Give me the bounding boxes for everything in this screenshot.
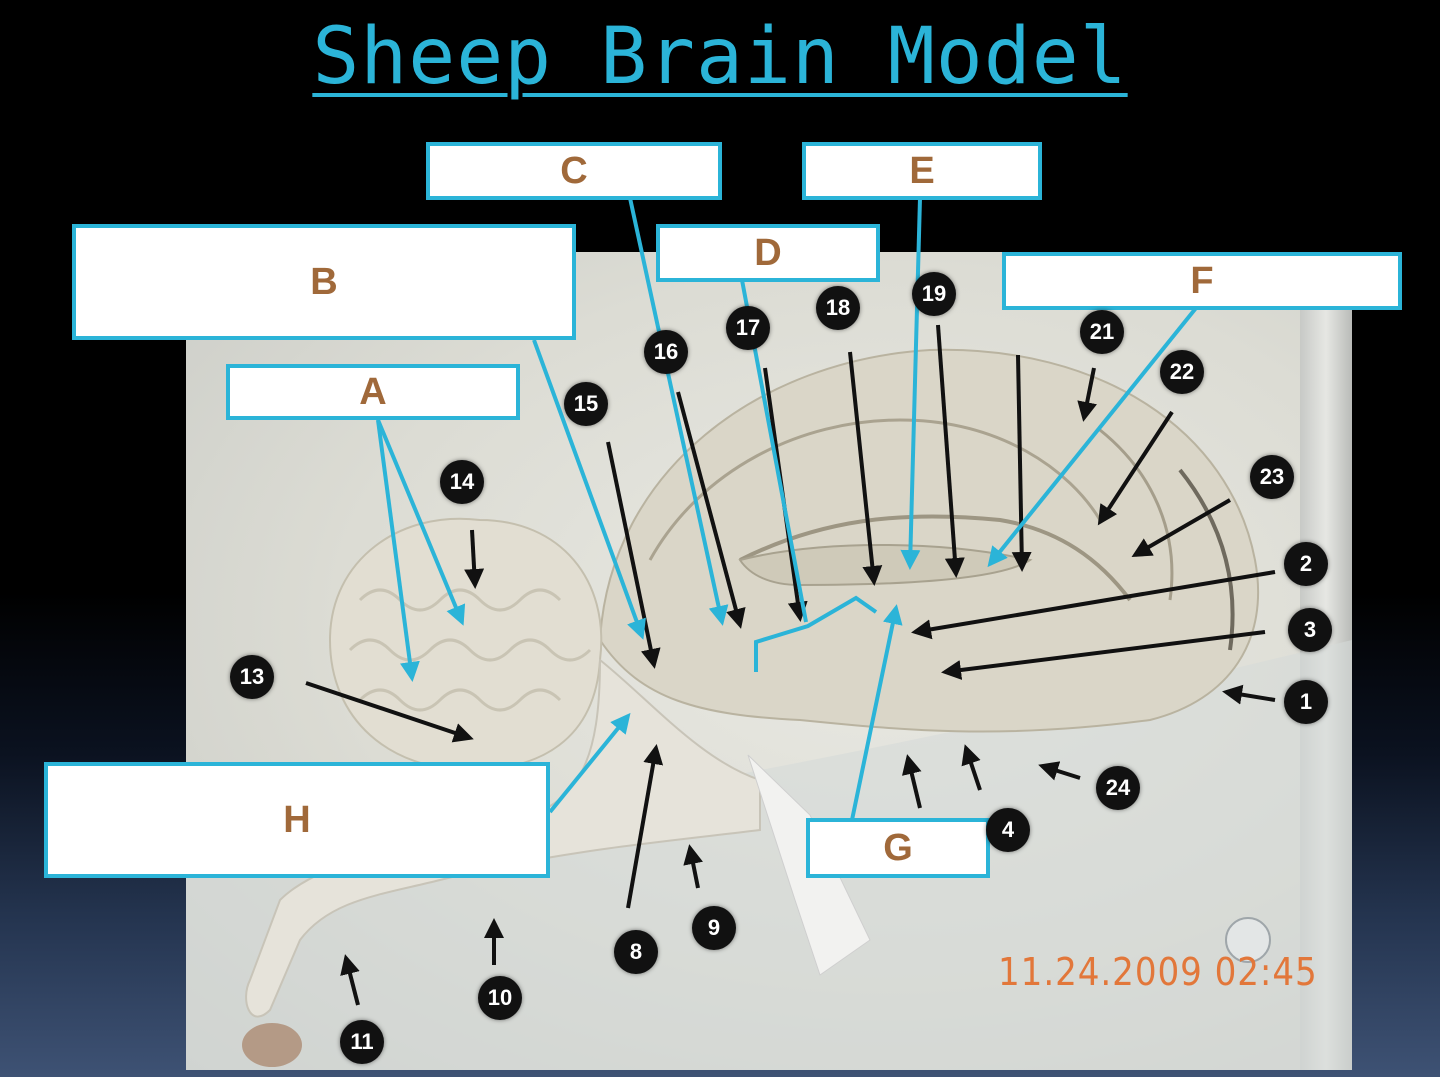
cerebrum [598,348,1260,733]
marker-23: 23 [1250,455,1294,499]
label-box-g[interactable]: G [806,818,990,878]
black-arrows [305,324,1276,1006]
marker-11: 11 [340,1020,384,1064]
label-box-d[interactable]: D [656,224,880,282]
label-box-a[interactable]: A [226,364,520,420]
marker-13: 13 [230,655,274,699]
marker-16: 16 [644,330,688,374]
marker-1: 1 [1284,680,1328,724]
bottom-cap [242,1023,302,1067]
label-box-h[interactable]: H [44,762,550,878]
marker-18: 18 [816,286,860,330]
marker-10: 10 [478,976,522,1020]
marker-22: 22 [1160,350,1204,394]
blue-pointers [376,197,1198,821]
knob [1225,917,1271,963]
marker-2: 2 [1284,542,1328,586]
marker-3: 3 [1288,608,1332,652]
marker-4: 4 [986,808,1030,852]
marker-19: 19 [912,272,956,316]
label-box-c[interactable]: C [426,142,722,200]
marker-21: 21 [1080,310,1124,354]
marker-9: 9 [692,906,736,950]
label-box-e[interactable]: E [802,142,1042,200]
label-box-b[interactable]: B [72,224,576,340]
marker-24: 24 [1096,766,1140,810]
marker-15: 15 [564,382,608,426]
marker-8: 8 [614,930,658,974]
slide-title: Sheep Brain Model [312,12,1128,102]
plastic-cover [186,640,1352,1070]
photo-timestamp: 11.24.2009 02:45 [998,950,1318,994]
label-box-f[interactable]: F [1002,252,1402,310]
marker-17: 17 [726,306,770,350]
marker-14: 14 [440,460,484,504]
